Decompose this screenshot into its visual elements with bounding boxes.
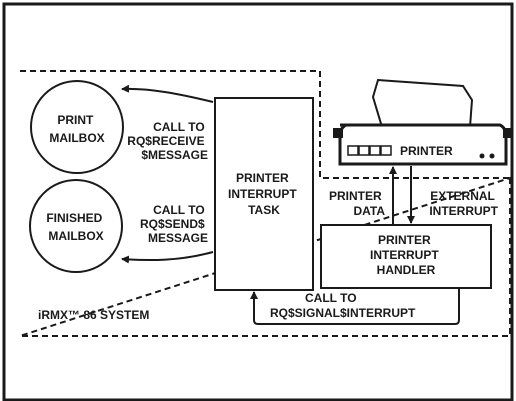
signal-interrupt-label: CALL TO RQ$SIGNAL$INTERRUPT bbox=[270, 291, 416, 320]
external-interrupt-label: EXTERNAL INTERRUPT bbox=[429, 189, 498, 218]
system-label: iRMX™ 86 SYSTEM bbox=[38, 308, 149, 322]
printer-data-label: PRINTER DATA bbox=[329, 189, 385, 218]
printer-dot-left bbox=[479, 153, 485, 159]
signal-interrupt-arrow bbox=[250, 288, 460, 325]
receive-edge-label: CALL TO RQ$RECEIVE $MESSAGE bbox=[127, 120, 208, 162]
printer-interrupt-task-label: PRINTER INTERRUPT TASK bbox=[228, 171, 300, 217]
finished-mailbox-node bbox=[29, 179, 123, 273]
receive-arrow bbox=[121, 84, 214, 103]
printer-knob-right bbox=[503, 128, 513, 138]
printer-interrupt-handler-node bbox=[320, 224, 492, 289]
printer-interrupt-task-node bbox=[214, 97, 314, 291]
send-arrow bbox=[121, 251, 214, 264]
printer-label: PRINTER bbox=[400, 144, 453, 158]
printer-paper bbox=[371, 78, 474, 128]
printer-knob-left bbox=[333, 128, 343, 138]
finished-mailbox-label: FINISHED MAILBOX bbox=[46, 211, 105, 243]
printer-keys bbox=[347, 145, 392, 156]
print-mailbox-label: PRINT MAILBOX bbox=[49, 113, 104, 145]
printer-dot-right bbox=[489, 153, 495, 159]
print-mailbox-node bbox=[30, 80, 124, 174]
send-edge-label: CALL TO RQ$SEND$ MESSAGE bbox=[140, 203, 208, 245]
printer-interrupt-handler-label: PRINTER INTERRUPT HANDLER bbox=[370, 233, 442, 277]
printer-illustration: PRINTER bbox=[333, 78, 513, 166]
